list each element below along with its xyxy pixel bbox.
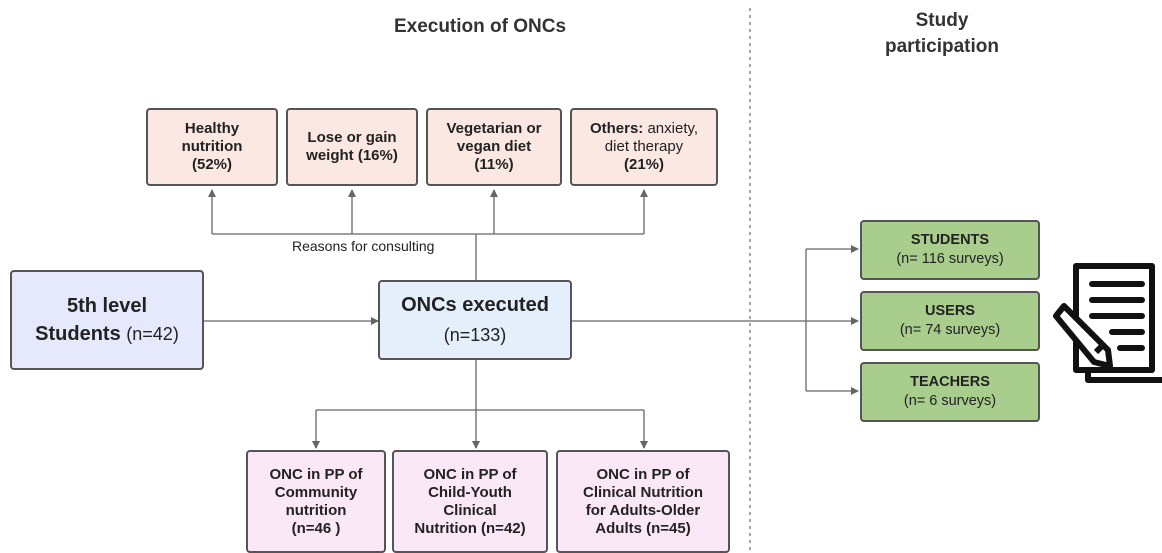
pp-box-community: ONC in PP of Community nutrition (n=46 ) — [246, 450, 386, 553]
reason-line: weight (16%) — [306, 147, 398, 164]
pp-line: Child-Youth — [428, 483, 512, 501]
execution-heading: Execution of ONCs — [393, 16, 567, 37]
reason-line: (21%) — [623, 156, 664, 173]
reason-box-healthy-nutrition: Healthy nutrition (52%) — [146, 108, 278, 186]
reason-box-others: Others: anxiety, diet therapy (21%) — [570, 108, 718, 186]
pp-line: nutrition — [285, 501, 347, 519]
pp-line: Clinical — [443, 501, 497, 519]
reason-line: Vegetarian or — [446, 120, 542, 137]
pp-box-adults: ONC in PP of Clinical Nutrition for Adul… — [556, 450, 730, 553]
group-title: STUDENTS — [910, 232, 990, 248]
pp-line: Community — [274, 483, 358, 501]
students-line2: Students (n=42) — [35, 320, 179, 348]
pp-line: ONC in PP of — [423, 465, 517, 483]
reason-line: Lose or gain — [307, 129, 397, 146]
survey-clipboard-pencil-icon — [1053, 263, 1162, 383]
pp-line: Nutrition (n=42) — [414, 519, 526, 537]
reason-line: (11%) — [474, 156, 514, 173]
participation-heading-line1: Study — [915, 10, 969, 31]
group-title: TEACHERS — [910, 374, 990, 390]
group-box-teachers: TEACHERS (n= 6 surveys) — [860, 362, 1040, 422]
pp-box-child-youth: ONC in PP of Child-Youth Clinical Nutrit… — [392, 450, 548, 553]
reason-line: diet therapy — [604, 138, 684, 155]
participation-heading: Study participation — [852, 8, 1032, 60]
pp-line: (n=46 ) — [291, 519, 341, 537]
students-line1: 5th level — [66, 295, 148, 317]
students-line2-rest: (n=42) — [126, 324, 179, 344]
reason-line: vegan diet — [456, 138, 532, 155]
students-line2-bold: Students — [35, 323, 121, 345]
reasons-label: Reasons for consulting — [292, 238, 435, 254]
reason-others-bold: Others: — [589, 120, 644, 137]
pp-line: ONC in PP of — [596, 465, 690, 483]
group-count: (n= 74 surveys) — [899, 322, 1001, 338]
pp-line: for Adults-Older — [585, 501, 701, 519]
reason-line: nutrition — [181, 138, 243, 155]
group-title: USERS — [925, 303, 975, 319]
group-box-students: STUDENTS (n= 116 surveys) — [860, 220, 1040, 280]
oncs-executed-title: ONCs executed — [401, 294, 549, 316]
oncs-executed-box: ONCs executed (n=133) — [378, 280, 572, 360]
pp-line: Clinical Nutrition — [583, 483, 703, 501]
reason-line: (52%) — [191, 156, 232, 173]
reason-box-vegetarian: Vegetarian or vegan diet (11%) — [426, 108, 562, 186]
reason-others-rest: anxiety, — [647, 120, 699, 137]
group-count: (n= 6 surveys) — [903, 393, 997, 409]
group-box-users: USERS (n= 74 surveys) — [860, 291, 1040, 351]
pp-line: ONC in PP of — [269, 465, 363, 483]
participation-heading-line2: participation — [884, 36, 999, 57]
oncs-executed-count: (n=133) — [443, 325, 507, 345]
pp-line: Adults (n=45) — [595, 519, 691, 537]
students-box: 5th level Students (n=42) — [10, 270, 204, 370]
reason-box-weight: Lose or gain weight (16%) — [286, 108, 418, 186]
reason-line: Healthy — [184, 120, 240, 137]
reason-line: Others: anxiety, — [590, 120, 698, 138]
group-count: (n= 116 surveys) — [896, 251, 1004, 267]
